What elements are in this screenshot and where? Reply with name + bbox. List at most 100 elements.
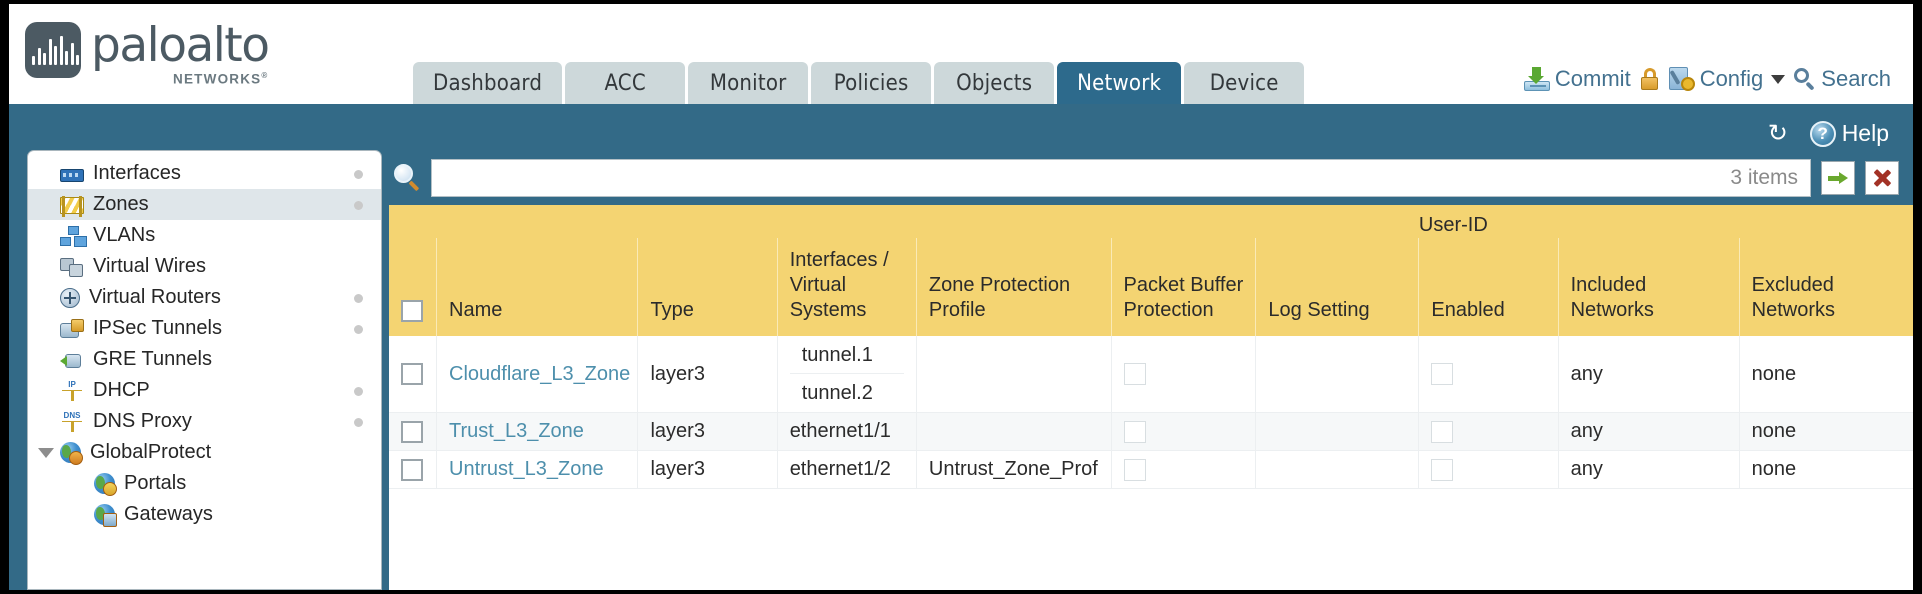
dns-proxy-icon: DNS: [60, 411, 84, 432]
sidebar-item-gre-tunnels[interactable]: GRE Tunnels: [28, 344, 381, 375]
table-header-row: Name Type Interfaces / Virtual Systems Z…: [389, 238, 1913, 336]
cell-packet-buffer-protection[interactable]: [1111, 412, 1257, 451]
row-select-cell[interactable]: [389, 336, 438, 413]
cell-userid-enabled[interactable]: [1418, 336, 1559, 413]
tab-objects[interactable]: Objects: [934, 62, 1055, 104]
sidebar-item-portals[interactable]: Portals: [28, 468, 381, 499]
cell-included-networks: any: [1558, 412, 1740, 451]
cell-name[interactable]: Trust_L3_Zone: [436, 412, 639, 451]
brand-name: paloalto: [91, 18, 270, 73]
column-header-zone-protection-profile[interactable]: Zone Protection Profile: [916, 238, 1112, 336]
table-row[interactable]: Trust_L3_Zone layer3 ethernet1/1 any: [389, 412, 1913, 451]
tab-acc[interactable]: ACC: [565, 62, 686, 104]
column-header-included-networks[interactable]: Included Networks: [1558, 238, 1740, 336]
interface-entry: tunnel.1: [789, 336, 904, 374]
table-row[interactable]: Cloudflare_L3_Zone layer3 tunnel.1 tunne…: [389, 336, 1913, 413]
network-sidebar: Interfaces Zones VLANs Virtual Wires Vir…: [27, 150, 382, 590]
sidebar-item-vlans[interactable]: VLANs: [28, 220, 381, 251]
cell-included-networks: any: [1558, 336, 1740, 413]
interface-entry: tunnel.2: [801, 382, 873, 404]
tab-network[interactable]: Network: [1057, 62, 1182, 104]
secondary-toolbar: ↻ ? Help: [9, 104, 1913, 166]
gateways-icon: [94, 504, 117, 527]
red-x-icon: [1872, 168, 1892, 188]
help-button[interactable]: ? Help: [1809, 120, 1889, 147]
userid-enabled-checkbox[interactable]: [1431, 420, 1454, 443]
sidebar-item-virtual-wires[interactable]: Virtual Wires: [28, 251, 381, 282]
vlans-icon: [60, 225, 84, 246]
ipsec-tunnel-icon: [60, 318, 84, 339]
zone-name-link[interactable]: Cloudflare_L3_Zone: [449, 362, 631, 385]
tab-policies[interactable]: Policies: [811, 62, 932, 104]
sidebar-item-virtual-routers[interactable]: Virtual Routers: [28, 282, 381, 313]
sidebar-item-interfaces[interactable]: Interfaces: [28, 158, 381, 189]
column-header-enabled[interactable]: Enabled: [1418, 238, 1559, 336]
search-label: Search: [1821, 66, 1891, 91]
select-all-header[interactable]: [389, 238, 438, 336]
cell-log-setting: [1255, 412, 1420, 451]
sidebar-item-gateways[interactable]: Gateways: [28, 499, 381, 530]
cell-userid-enabled[interactable]: [1418, 412, 1559, 451]
zone-name-link[interactable]: Untrust_L3_Zone: [449, 458, 604, 480]
cell-name[interactable]: Cloudflare_L3_Zone: [436, 336, 639, 413]
table-row[interactable]: Untrust_L3_Zone layer3 ethernet1/2 Untru…: [389, 450, 1913, 489]
column-header-log-setting[interactable]: Log Setting: [1255, 238, 1420, 336]
cell-excluded-networks: none: [1739, 336, 1913, 413]
cell-packet-buffer-protection[interactable]: [1111, 450, 1257, 489]
cell-name[interactable]: Untrust_L3_Zone: [436, 450, 639, 489]
config-menu[interactable]: Config: [1668, 66, 1786, 92]
sidebar-item-dns-proxy[interactable]: DNS DNS Proxy: [28, 406, 381, 437]
select-all-checkbox[interactable]: [401, 299, 423, 322]
cell-interfaces: ethernet1/2: [777, 450, 917, 489]
padlock-icon[interactable]: [1640, 67, 1660, 91]
zones-table-container: User-ID Name Type Interfaces / Virtual S…: [389, 205, 1913, 590]
clear-filter-button[interactable]: [1865, 160, 1899, 195]
sidebar-item-zones[interactable]: Zones: [28, 189, 381, 220]
search-icon: [1794, 68, 1816, 91]
chevron-down-icon[interactable]: [38, 447, 54, 458]
userid-enabled-checkbox[interactable]: [1431, 458, 1454, 481]
filter-input-wrapper[interactable]: 3 items: [431, 158, 1811, 197]
group-header-userid: User-ID: [1418, 205, 1913, 238]
row-select-cell[interactable]: [389, 412, 438, 451]
commit-button[interactable]: Commit: [1523, 66, 1631, 92]
column-header-interfaces[interactable]: Interfaces / Virtual Systems: [777, 238, 917, 336]
row-select-cell[interactable]: [389, 450, 438, 489]
apply-filter-button[interactable]: [1821, 160, 1855, 195]
tab-monitor[interactable]: Monitor: [688, 62, 809, 104]
column-header-name[interactable]: Name: [436, 238, 639, 336]
cell-packet-buffer-protection[interactable]: [1111, 336, 1257, 413]
config-icon: [1668, 67, 1695, 91]
sidebar-item-dhcp[interactable]: IP DHCP: [28, 375, 381, 406]
row-checkbox[interactable]: [401, 420, 423, 443]
tab-device[interactable]: Device: [1184, 62, 1305, 104]
column-header-type[interactable]: Type: [637, 238, 778, 336]
item-count-label: 3 items: [1730, 165, 1798, 189]
sidebar-item-globalprotect[interactable]: GlobalProtect: [28, 437, 381, 468]
globalprotect-icon: [60, 442, 83, 465]
row-checkbox[interactable]: [401, 458, 423, 481]
zones-table: User-ID Name Type Interfaces / Virtual S…: [389, 205, 1913, 489]
cell-userid-enabled[interactable]: [1418, 450, 1559, 489]
filter-search-icon[interactable]: [394, 164, 421, 192]
refresh-icon[interactable]: ↻: [1767, 119, 1788, 147]
column-header-packet-buffer-protection[interactable]: Packet Buffer Protection: [1111, 238, 1257, 336]
sidebar-item-ipsec-tunnels[interactable]: IPSec Tunnels: [28, 313, 381, 344]
sidebar-status-dot: [354, 169, 363, 179]
column-header-excluded-networks[interactable]: Excluded Networks: [1739, 238, 1913, 336]
packet-buffer-protection-checkbox[interactable]: [1123, 363, 1146, 386]
zone-name-link[interactable]: Trust_L3_Zone: [449, 420, 584, 442]
sidebar-label-gateways: Gateways: [124, 503, 213, 525]
sidebar-label-vlans: VLANs: [93, 224, 156, 246]
main-content: 3 items User-ID: [389, 150, 1913, 590]
cell-zone-protection-profile: [916, 336, 1112, 413]
userid-enabled-checkbox[interactable]: [1431, 363, 1454, 386]
packet-buffer-protection-checkbox[interactable]: [1123, 420, 1146, 443]
tab-dashboard[interactable]: Dashboard: [413, 62, 563, 104]
cell-log-setting: [1255, 336, 1420, 413]
search-button[interactable]: Search: [1794, 66, 1891, 92]
packet-buffer-protection-checkbox[interactable]: [1123, 458, 1146, 481]
row-checkbox[interactable]: [401, 363, 423, 386]
config-label: Config: [1699, 66, 1764, 91]
